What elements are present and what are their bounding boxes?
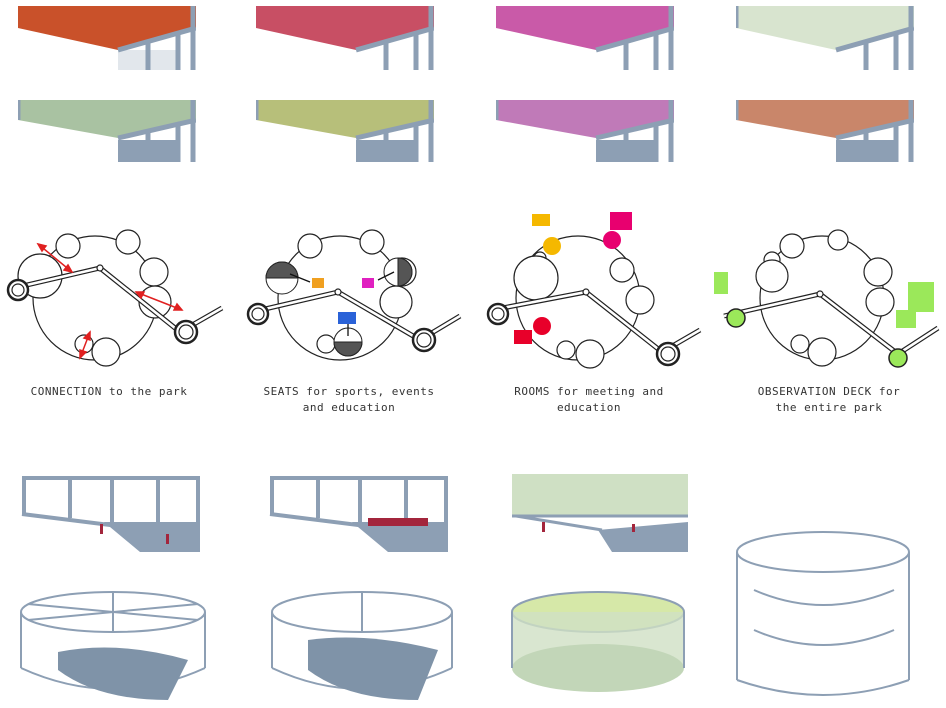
interior-section-2 <box>268 474 456 552</box>
caption-rooms: ROOMS for meeting and education <box>474 384 704 416</box>
meeting-people-icon <box>514 212 632 344</box>
facade-section-6 <box>256 100 434 162</box>
caption-line2: and education <box>302 401 396 414</box>
interior-section-1 <box>20 474 208 552</box>
caption-connection: CONNECTION to the park <box>0 384 224 400</box>
caption-text: for meeting and <box>549 385 664 398</box>
facade-section-5 <box>18 100 196 162</box>
caption-keyword: SEATS <box>263 385 300 398</box>
caption-keyword: ROOMS <box>514 385 550 398</box>
drum-axo-1 <box>18 590 208 708</box>
facade-section-2 <box>256 6 434 70</box>
drum-axo-4 <box>734 530 912 708</box>
facade-section-3 <box>496 6 674 70</box>
caption-keyword: CONNECTION <box>30 385 102 398</box>
drum-axo-2 <box>268 590 456 708</box>
observation-diagram <box>712 220 946 380</box>
spectator-icon <box>312 278 374 324</box>
connection-diagram <box>0 220 230 380</box>
butterfly-icon <box>714 272 934 328</box>
caption-text: to the park <box>101 385 188 398</box>
caption-line2: education <box>556 401 622 414</box>
facade-section-8 <box>736 100 914 162</box>
caption-line2: the entire park <box>775 401 883 414</box>
caption-seats: SEATS for sports, events and education <box>234 384 464 416</box>
facade-section-7 <box>496 100 674 162</box>
caption-observation: OBSERVATION DECK for the entire park <box>714 384 944 416</box>
double-arrow-icon <box>36 242 184 360</box>
caption-keyword: OBSERVATION DECK <box>757 385 872 398</box>
facade-section-1 <box>18 6 196 70</box>
caption-text: for <box>871 385 901 398</box>
rooms-diagram <box>478 208 708 380</box>
facade-section-4 <box>736 6 914 70</box>
interior-section-3 <box>512 474 692 552</box>
caption-text: for sports, events <box>299 385 435 398</box>
seats-diagram <box>238 220 468 380</box>
drum-axo-3 <box>508 590 688 708</box>
facade-panel <box>18 6 196 50</box>
